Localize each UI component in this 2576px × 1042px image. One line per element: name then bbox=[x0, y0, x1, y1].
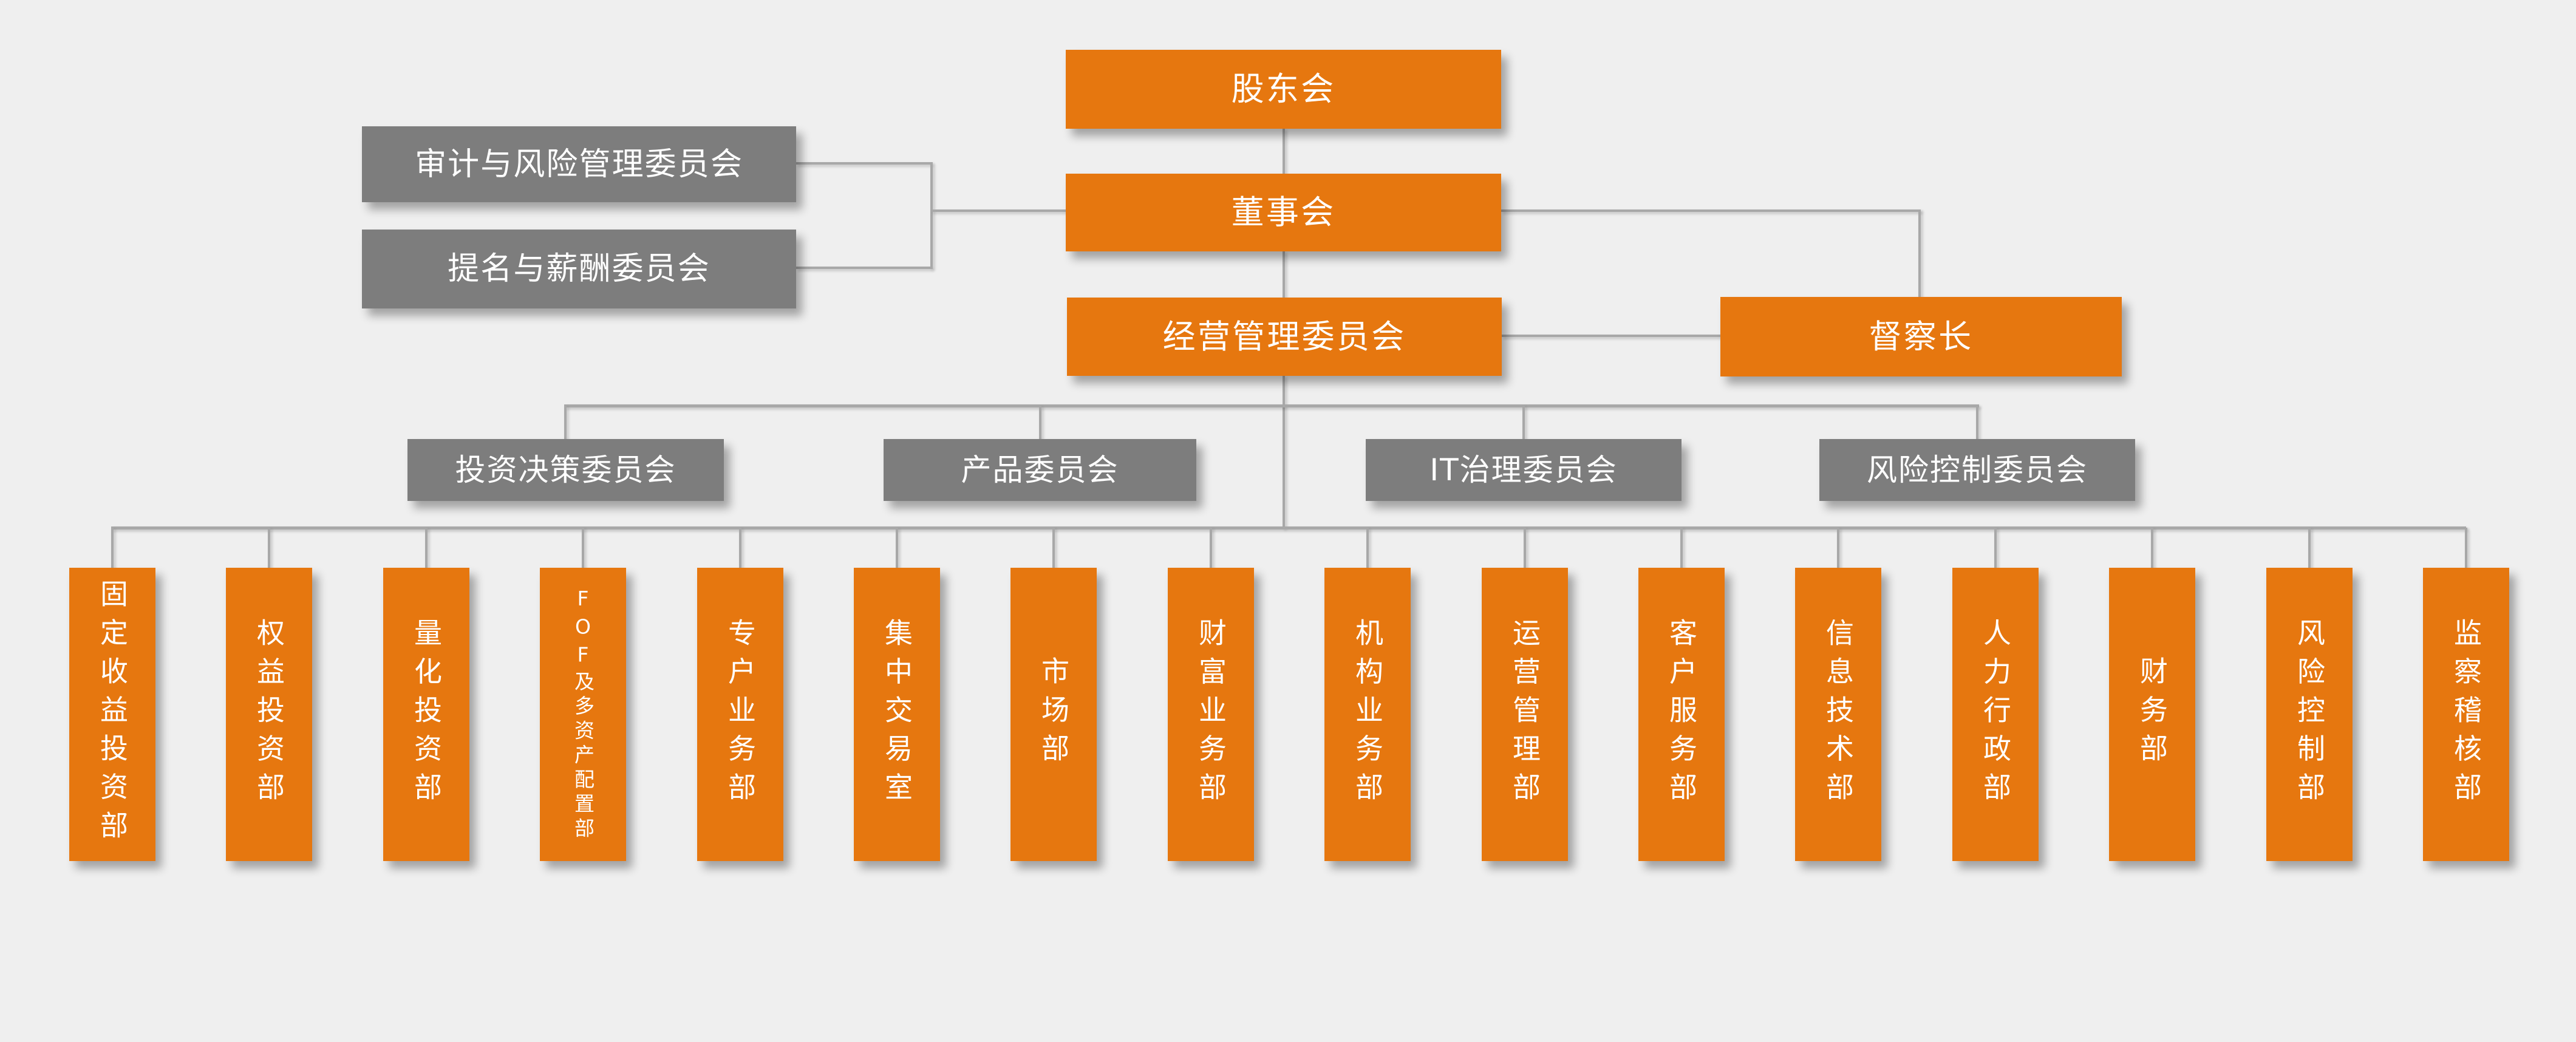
connector-nomination-stub bbox=[796, 267, 932, 269]
org-node-fixed-income-investment-dept-label: 固定收益投资部 bbox=[96, 579, 129, 850]
connector-drop-dept-10 bbox=[1524, 528, 1526, 569]
org-node-product-committee-label: 产品委员会 bbox=[961, 452, 1119, 488]
connector-left-bracket-vertical bbox=[930, 162, 933, 269]
org-node-audit-risk-committee: 审计与风险管理委员会 bbox=[362, 126, 796, 202]
org-node-product-committee: 产品委员会 bbox=[884, 439, 1196, 501]
org-node-marketing-dept-label: 市场部 bbox=[1037, 656, 1070, 772]
org-node-risk-control-dept-label: 风险控制部 bbox=[2293, 618, 2326, 811]
connector-management-inspector bbox=[1502, 335, 1720, 337]
connector-drop-dept-4 bbox=[582, 528, 584, 569]
org-node-shareholders: 股东会 bbox=[1066, 50, 1501, 129]
connector-drop-dept-7 bbox=[1052, 528, 1055, 569]
org-node-compliance-audit-dept: 监察稽核部 bbox=[2423, 568, 2509, 861]
connector-bracket-to-board bbox=[932, 209, 1066, 212]
org-node-customer-service-dept: 客户服务部 bbox=[1638, 568, 1725, 861]
connector-shareholders-board bbox=[1283, 128, 1285, 174]
org-node-fixed-income-investment-dept: 固定收益投资部 bbox=[69, 568, 155, 861]
org-node-chief-inspector-label: 督察长 bbox=[1869, 317, 1974, 356]
connector-audit-stub bbox=[796, 162, 932, 165]
org-node-institutional-business-dept: 机构业务部 bbox=[1324, 568, 1411, 861]
org-node-customer-service-dept-label: 客户服务部 bbox=[1665, 618, 1698, 811]
connector-drop-committee-4 bbox=[1976, 406, 1978, 440]
org-node-centralized-trading-room-label: 集中交易室 bbox=[881, 618, 913, 811]
org-node-institutional-business-dept-label: 机构业务部 bbox=[1351, 618, 1384, 811]
connector-drop-committee-2 bbox=[1039, 406, 1041, 440]
org-node-finance-dept: 财务部 bbox=[2109, 568, 2195, 861]
connector-department-bus bbox=[111, 526, 2466, 530]
org-node-audit-risk-committee-label: 审计与风险管理委员会 bbox=[415, 146, 743, 183]
connector-drop-dept-14 bbox=[2151, 528, 2153, 569]
org-node-chief-inspector: 督察长 bbox=[1720, 297, 2122, 376]
org-node-board-label: 董事会 bbox=[1231, 193, 1336, 231]
org-node-finance-dept-label: 财务部 bbox=[2136, 656, 2169, 772]
connector-drop-dept-13 bbox=[1994, 528, 1997, 569]
org-node-wealth-business-dept: 财富业务部 bbox=[1168, 568, 1254, 861]
org-node-information-technology-dept-label: 信息技术部 bbox=[1822, 618, 1855, 811]
org-node-hr-admin-dept-label: 人力行政部 bbox=[1979, 618, 2012, 811]
org-node-investment-decision-committee-label: 投资决策委员会 bbox=[455, 452, 676, 488]
connector-drop-dept-5 bbox=[739, 528, 741, 569]
connector-drop-dept-11 bbox=[1680, 528, 1683, 569]
connector-drop-dept-1 bbox=[111, 528, 114, 569]
org-node-risk-control-dept: 风险控制部 bbox=[2266, 568, 2353, 861]
org-node-nomination-remuneration-committee: 提名与薪酬委员会 bbox=[362, 230, 796, 308]
org-node-marketing-dept: 市场部 bbox=[1010, 568, 1097, 861]
connector-committee-bus bbox=[564, 404, 1979, 407]
connector-drop-dept-2 bbox=[268, 528, 270, 569]
org-node-information-technology-dept: 信息技术部 bbox=[1795, 568, 1881, 861]
org-node-hr-admin-dept: 人力行政部 bbox=[1952, 568, 2039, 861]
connector-board-management bbox=[1283, 251, 1285, 298]
org-node-quant-investment-dept-label: 量化投资部 bbox=[410, 618, 443, 811]
connector-drop-dept-15 bbox=[2308, 528, 2311, 569]
connector-drop-dept-16 bbox=[2465, 528, 2467, 569]
org-node-fof-multi-asset-allocation-dept-label: FOF及多资产配置部 bbox=[571, 587, 595, 842]
org-node-investment-decision-committee: 投资决策委员会 bbox=[407, 439, 724, 501]
connector-drop-dept-8 bbox=[1210, 528, 1212, 569]
org-node-risk-control-committee-label: 风险控制委员会 bbox=[1867, 452, 2088, 488]
org-node-board: 董事会 bbox=[1066, 174, 1501, 251]
org-node-equity-investment-dept-label: 权益投资部 bbox=[253, 618, 285, 811]
org-node-compliance-audit-dept-label: 监察稽核部 bbox=[2450, 618, 2482, 811]
org-node-centralized-trading-room: 集中交易室 bbox=[854, 568, 940, 861]
org-node-shareholders-label: 股东会 bbox=[1231, 70, 1336, 108]
org-node-separate-account-business-dept-label: 专户业务部 bbox=[724, 618, 757, 811]
org-node-quant-investment-dept: 量化投资部 bbox=[383, 568, 469, 861]
connector-board-to-inspector-h bbox=[1501, 209, 1921, 212]
connector-drop-committee-3 bbox=[1522, 406, 1525, 440]
org-node-it-governance-committee-label: IT治理委员会 bbox=[1429, 452, 1618, 488]
org-node-risk-control-committee: 风险控制委员会 bbox=[1819, 439, 2135, 501]
org-node-operations-management-dept-label: 运营管理部 bbox=[1508, 618, 1541, 811]
connector-drop-dept-12 bbox=[1837, 528, 1839, 569]
connector-drop-dept-6 bbox=[896, 528, 898, 569]
connector-management-center-drop bbox=[1283, 375, 1285, 528]
org-node-equity-investment-dept: 权益投资部 bbox=[226, 568, 312, 861]
org-node-operations-management-dept: 运营管理部 bbox=[1482, 568, 1568, 861]
connector-drop-committee-1 bbox=[564, 406, 567, 440]
org-node-nomination-remuneration-committee-label: 提名与薪酬委员会 bbox=[448, 251, 710, 287]
connector-drop-dept-9 bbox=[1366, 528, 1369, 569]
org-node-management-committee-label: 经营管理委员会 bbox=[1162, 317, 1406, 356]
org-node-fof-multi-asset-allocation-dept: FOF及多资产配置部 bbox=[540, 568, 626, 861]
org-node-it-governance-committee: IT治理委员会 bbox=[1366, 439, 1682, 501]
connector-drop-dept-3 bbox=[425, 528, 428, 569]
org-node-management-committee: 经营管理委员会 bbox=[1067, 298, 1502, 376]
org-node-separate-account-business-dept: 专户业务部 bbox=[697, 568, 783, 861]
org-node-wealth-business-dept-label: 财富业务部 bbox=[1194, 618, 1227, 811]
connector-board-to-inspector-v bbox=[1918, 209, 1921, 298]
